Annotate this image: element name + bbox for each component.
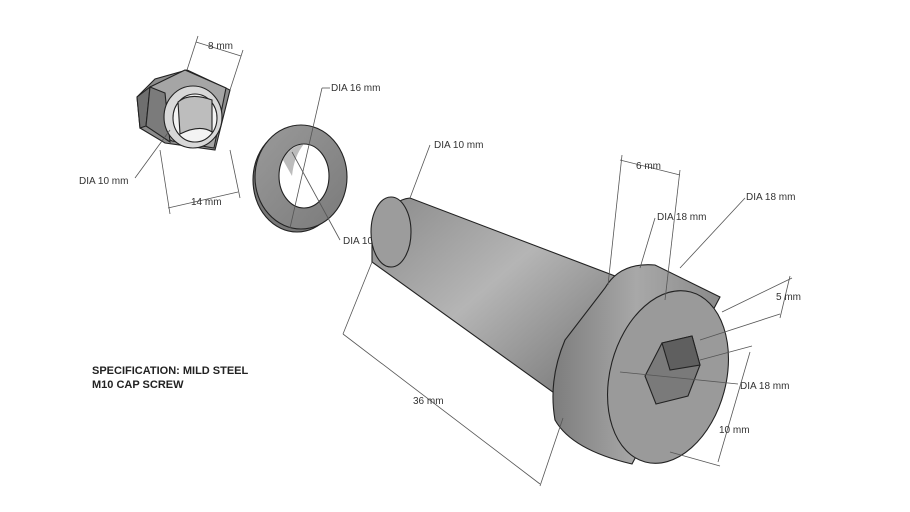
shank-dia-leader xyxy=(409,144,431,199)
specification-material: SPECIFICATION: MILD STEEL xyxy=(92,365,249,377)
head-dia-3-label: DIA 18 mm xyxy=(740,381,789,392)
head-height-dimension xyxy=(607,154,681,301)
head-dia-2-dimension xyxy=(679,197,746,269)
socket-size-dimension xyxy=(669,345,753,467)
head-dia-1-dimension xyxy=(639,217,656,269)
washer-inner-label: DIA 10 xyxy=(343,236,373,247)
nut-thickness-dimension xyxy=(186,35,244,91)
washer xyxy=(252,124,348,233)
head-dia-2-label: DIA 18 mm xyxy=(746,192,795,203)
head-dia-3-dimension xyxy=(619,371,739,385)
hex-nut xyxy=(136,69,231,151)
nut-bore-leader xyxy=(134,129,171,179)
specification-part: M10 CAP SCREW xyxy=(92,379,184,391)
screw-length-dimension xyxy=(342,261,564,487)
screw-length-label: 36 mm xyxy=(413,396,444,407)
nut-across-flats-label: 14 mm xyxy=(191,197,222,208)
head-dia-1-label: DIA 18 mm xyxy=(657,212,706,223)
washer-inner-leader xyxy=(291,151,341,241)
socket-size-label: 10 mm xyxy=(719,425,750,436)
washer-outer-dimension xyxy=(289,87,330,229)
nut-bore-label: DIA 10 mm xyxy=(79,176,128,187)
nut-across-flats-dimension xyxy=(159,149,241,215)
cap-screw xyxy=(370,196,730,465)
socket-depth-dimension xyxy=(699,275,793,341)
shank-dia-label: DIA 10 mm xyxy=(434,140,483,151)
head-height-label: 6 mm xyxy=(636,161,661,172)
washer-outer-label: DIA 16 mm xyxy=(331,83,380,94)
nut-thickness-label: 8 mm xyxy=(208,41,233,52)
socket-depth-label: 5 mm xyxy=(776,292,801,303)
